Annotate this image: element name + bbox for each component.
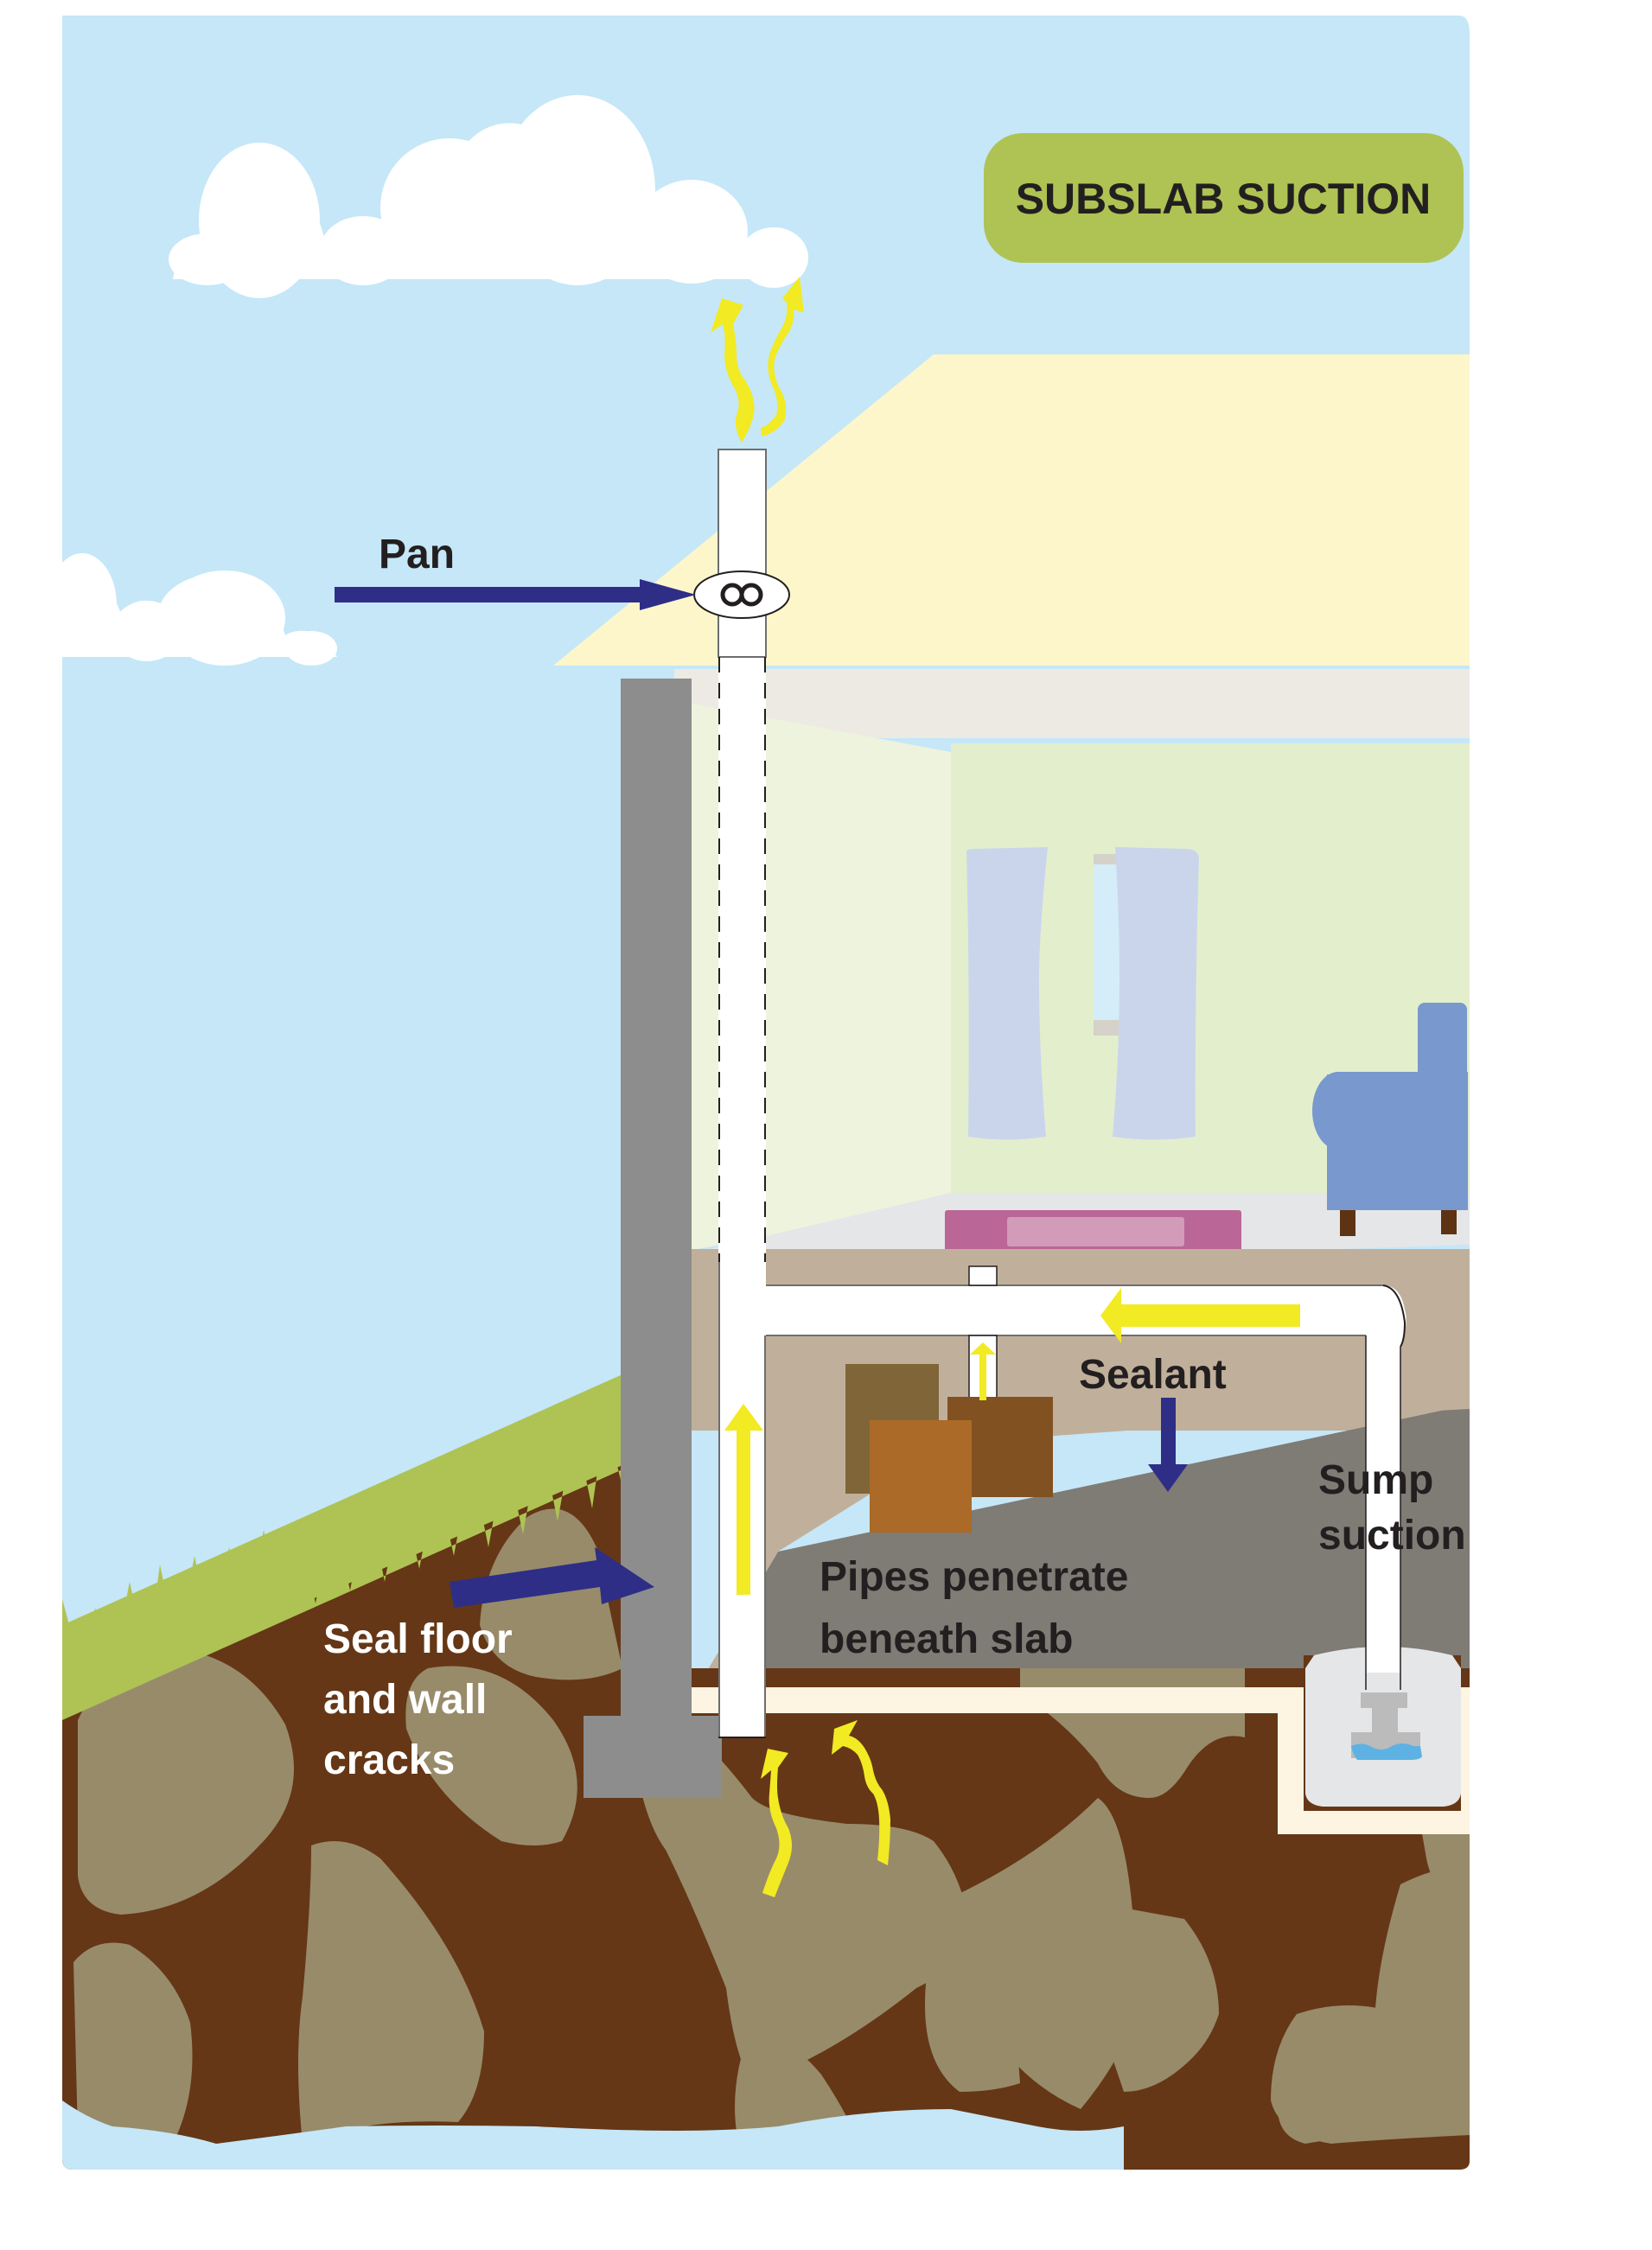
horizontal-pipe: [765, 1284, 1406, 1690]
curtain-right: [1113, 847, 1199, 1140]
armchair: [1312, 1003, 1468, 1236]
armchair-leg-left: [1340, 1210, 1355, 1236]
sump-water: [1351, 1743, 1422, 1760]
navy-arrows: [335, 579, 1188, 1608]
crack-pointer-arrow-icon: [450, 1547, 654, 1608]
grass: [62, 1374, 622, 1720]
foundation-wall: [584, 679, 722, 1798]
vertical-flow-arrow-icon: [724, 1404, 763, 1595]
vent-pipe-cap: [718, 449, 767, 658]
cloud-large: [169, 95, 808, 298]
seal-cracks-label-line3: cracks: [323, 1737, 455, 1783]
sealant-pointer-arrow-icon: [1148, 1398, 1188, 1492]
wavy-arrow-icon: [761, 277, 804, 437]
cloud-small: [62, 553, 337, 666]
curtain-left: [966, 847, 1048, 1140]
gas-entry-wisps: [761, 1720, 890, 1897]
pipes-penetrate-label-line2: beneath slab: [820, 1616, 1073, 1662]
sump-pump-shaft: [1372, 1708, 1398, 1732]
title-badge: SUBSLAB SUCTION: [984, 133, 1464, 263]
scene-frame: SUBSLAB SUCTION: [62, 16, 1470, 2170]
sump-suction-label-line2: suction: [1318, 1513, 1466, 1558]
sump-pit: [1304, 1647, 1461, 1811]
rock-bottom-right: [1278, 2011, 1470, 2144]
sealant-label: Sealant: [1079, 1352, 1227, 1398]
slab-base: [692, 1687, 1470, 1834]
seal-cracks-label-line2: and wall: [323, 1677, 487, 1723]
yellow-arrows: [724, 1288, 1300, 1595]
wavy-arrow-icon: [832, 1720, 890, 1865]
armchair-leg-right: [1441, 1210, 1457, 1234]
fan-pointer-arrow-icon: [335, 579, 696, 610]
box-front: [870, 1420, 972, 1533]
gas-exhaust-wisps: [711, 277, 804, 443]
fan: [693, 570, 790, 619]
fan-infinity-icon: [720, 583, 763, 607]
rug: [945, 1210, 1241, 1252]
window: [966, 847, 1199, 1140]
sump-pump-top: [1361, 1692, 1407, 1708]
soil-bottom-edge: [62, 2100, 1124, 2170]
sump-suction-label-line1: Sump: [1318, 1457, 1433, 1503]
storage-boxes: [845, 1364, 1053, 1533]
title-text: SUBSLAB SUCTION: [1016, 175, 1432, 223]
fan-label: Pan: [379, 532, 455, 577]
side-wall: [674, 700, 951, 1253]
armchair-arm-top: [1336, 1072, 1468, 1145]
wavy-arrow-icon: [761, 1749, 792, 1897]
floor-pipe-flow-arrow-icon: [970, 1342, 996, 1400]
seal-cracks-label-line1: Seal floor: [323, 1616, 513, 1662]
horizontal-flow-arrow-icon: [1100, 1288, 1300, 1343]
wavy-arrow-icon: [711, 298, 755, 443]
pipes-penetrate-label-line1: Pipes penetrate: [820, 1554, 1128, 1600]
basement-floor: [709, 1405, 1470, 1668]
